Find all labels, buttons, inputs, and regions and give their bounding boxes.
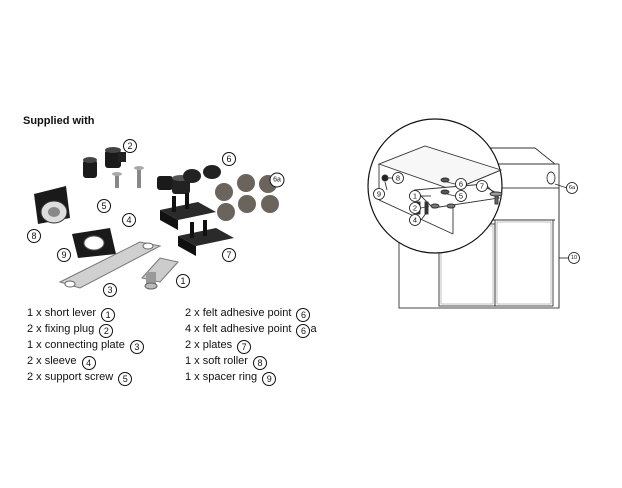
diagram-label-7: 7 xyxy=(476,180,488,192)
figure-label-8: 8 xyxy=(27,229,41,243)
figure-label-4: 4 xyxy=(122,213,136,227)
svg-text:8: 8 xyxy=(396,174,400,183)
list-item: 1 x spacer ring 9 xyxy=(185,370,317,386)
svg-text:4: 4 xyxy=(126,215,131,225)
plate-icon xyxy=(160,193,234,256)
svg-text:10: 10 xyxy=(571,255,577,261)
svg-text:5: 5 xyxy=(101,201,106,211)
svg-text:7: 7 xyxy=(480,182,484,191)
figure-label-2: 2 xyxy=(123,139,137,153)
figure-label-6: 6 xyxy=(222,152,236,166)
fixing-plug-icon xyxy=(83,147,126,178)
list-item: 2 x felt adhesive point 6 xyxy=(185,306,317,322)
diagram-label-1: 1 xyxy=(409,190,421,202)
felt-point-grey-icon xyxy=(215,174,279,221)
svg-text:4: 4 xyxy=(413,216,417,225)
svg-text:6: 6 xyxy=(459,180,463,189)
spacer-ring-icon xyxy=(72,228,116,258)
parts-list-right: 2 x felt adhesive point 6 4 x felt adhes… xyxy=(185,306,317,386)
diagram-label-5: 5 xyxy=(455,190,467,202)
svg-text:2: 2 xyxy=(127,141,132,151)
diagram-label-8: 8 xyxy=(392,172,404,184)
svg-text:2: 2 xyxy=(413,204,417,213)
soft-roller-icon xyxy=(34,186,70,224)
diagram-label-2: 2 xyxy=(409,202,421,214)
svg-text:8: 8 xyxy=(31,231,36,241)
diagram-label-9: 9 xyxy=(373,188,385,200)
cabinet-diagram: 1 2 4 8 9 6 5 7 6a 10 xyxy=(367,118,580,309)
svg-text:3: 3 xyxy=(107,285,112,295)
svg-text:6a: 6a xyxy=(273,177,281,184)
diagram-label-6: 6 xyxy=(455,178,467,190)
svg-text:1: 1 xyxy=(180,276,185,286)
parts-illustration: 2 5 4 6 6a 8 9 3 1 7 xyxy=(27,139,285,297)
figure-label-6a: 6a xyxy=(269,172,285,188)
diagram-label-6a: 6a xyxy=(566,182,578,194)
list-item: 2 x fixing plug 2 xyxy=(27,322,144,338)
diagram-label-10: 10 xyxy=(568,252,580,264)
felt-point-icon xyxy=(183,165,221,183)
list-item: 1 x soft roller 8 xyxy=(185,354,317,370)
short-lever-icon xyxy=(141,257,179,290)
list-item: 1 x connecting plate 3 xyxy=(27,338,144,354)
figure-label-9: 9 xyxy=(57,248,71,262)
figure-label-1: 1 xyxy=(176,274,190,288)
list-item: 2 x plates 7 xyxy=(185,338,317,354)
svg-text:9: 9 xyxy=(61,250,66,260)
svg-text:1: 1 xyxy=(413,192,417,201)
connecting-plate-icon xyxy=(58,241,162,289)
support-screw-icon xyxy=(112,166,144,188)
svg-text:6: 6 xyxy=(226,154,231,164)
svg-text:9: 9 xyxy=(377,190,381,199)
diagram-label-4: 4 xyxy=(409,214,421,226)
section-title: Supplied with xyxy=(23,115,95,127)
figure-label-3: 3 xyxy=(103,283,117,297)
list-item: 2 x sleeve 4 xyxy=(27,354,144,370)
figure-label-7: 7 xyxy=(222,248,236,262)
svg-text:6a: 6a xyxy=(569,185,576,191)
figure-label-5: 5 xyxy=(97,199,111,213)
parts-list-left: 1 x short lever 1 2 x fixing plug 2 1 x … xyxy=(27,306,144,386)
list-item: 1 x short lever 1 xyxy=(27,306,144,322)
list-item: 2 x support screw 5 xyxy=(27,370,144,386)
svg-text:7: 7 xyxy=(226,250,231,260)
svg-text:5: 5 xyxy=(459,192,463,201)
